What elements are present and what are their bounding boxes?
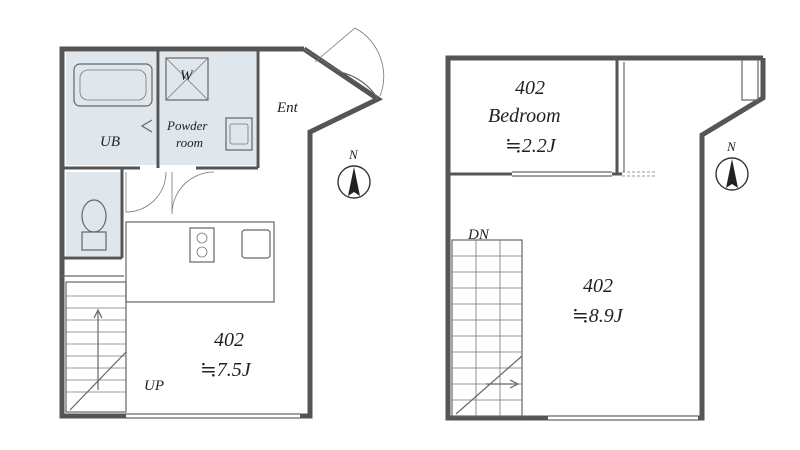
kitchen-sink — [241, 229, 271, 259]
outer-wall-left — [59, 46, 304, 419]
entrance-door — [303, 48, 379, 100]
stove — [189, 227, 215, 263]
room-number-floor2: 402 — [583, 275, 613, 297]
stairs-floor1 — [65, 281, 127, 413]
powder-door — [171, 171, 215, 215]
toilet-area — [66, 172, 121, 256]
stair-down-label: DN — [467, 227, 490, 243]
powder-sink — [225, 117, 253, 151]
powder-label-line1: Powder — [166, 118, 208, 133]
room-area-floor1: ≒7.5J — [200, 359, 252, 381]
outer-wall-right-2 — [698, 58, 766, 421]
bath-area — [66, 52, 158, 165]
bathtub — [73, 63, 153, 107]
compass-icon — [715, 157, 749, 191]
kitchen-counter — [125, 221, 275, 303]
washer-space — [165, 57, 209, 101]
bedroom-area: ≒2.2J — [505, 135, 557, 157]
entrance-label: Ent — [276, 100, 299, 116]
bedroom-number: 402 — [515, 77, 545, 99]
outer-wall-right — [300, 46, 383, 419]
washer-label: W — [180, 68, 194, 84]
room-number-floor1: 402 — [214, 329, 244, 351]
compass-label-floor1: N — [348, 147, 359, 162]
stair-up-label: UP — [144, 378, 164, 394]
floor-2-plan — [445, 55, 766, 421]
bath-label: UB — [100, 134, 120, 150]
compass-label-floor2: N — [726, 139, 737, 154]
sink-arrow — [140, 119, 153, 133]
compass-icon — [337, 165, 371, 199]
room-area-floor2: ≒8.9J — [572, 305, 624, 327]
bedroom-label: Bedroom — [488, 105, 561, 127]
powder-label-line2: room — [176, 135, 203, 150]
toilet-door — [125, 171, 167, 213]
outer-wall-left-2 — [445, 55, 763, 421]
stairs-floor2 — [451, 239, 523, 417]
floor-1-plan — [59, 27, 385, 419]
